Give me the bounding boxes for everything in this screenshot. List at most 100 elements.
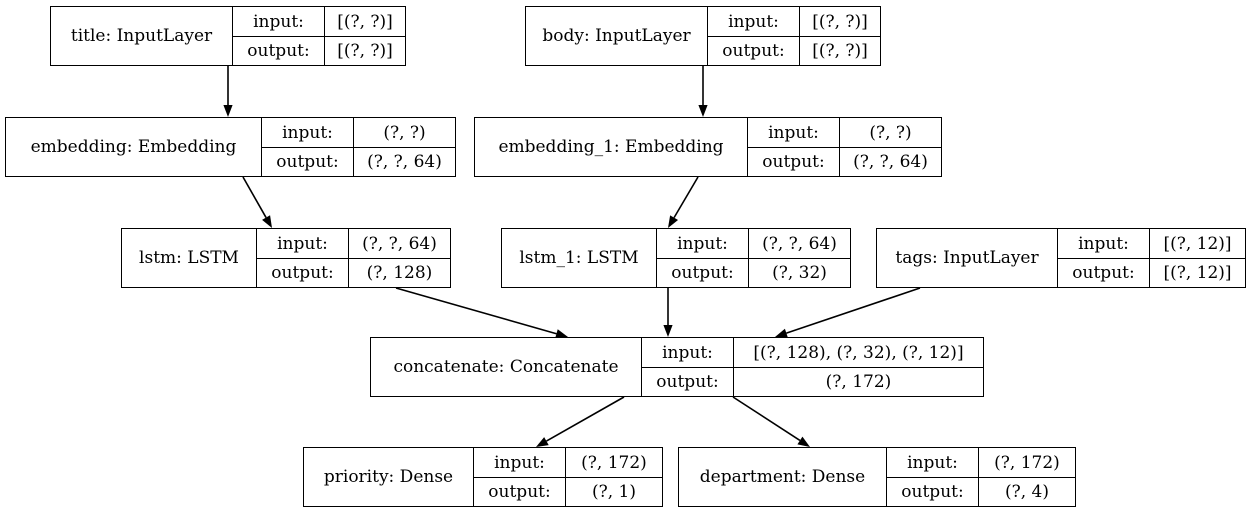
input-shape-body: [(?, ?)] — [799, 7, 880, 36]
output-shape-embedding_1: (?, ?, 64) — [839, 148, 941, 176]
layer-name-tags: tags: InputLayer — [895, 248, 1039, 268]
input-shape-lstm: (?, ?, 64) — [348, 229, 450, 258]
layer-output-row-lstm_1: output: (?, 32) — [657, 258, 850, 287]
arrowhead-icon — [797, 436, 810, 447]
output-label-tags: output: — [1072, 263, 1135, 283]
input-label-title: input: — [253, 11, 304, 32]
arrowhead-icon — [536, 437, 549, 447]
input-shape-embedding: (?, ?) — [353, 118, 455, 147]
layer-input-row-department: input: (?, 172) — [887, 448, 1075, 477]
edge-line — [786, 287, 921, 334]
output-shape-body: [(?, ?)] — [799, 37, 880, 65]
layer-io-table-lstm: input: (?, ?, 64) output: (?, 128) — [256, 229, 450, 287]
layer-node-embedding_1: embedding_1: Embedding input: (?, ?) output… — [474, 117, 942, 177]
output-shape-embedding: (?, ?, 64) — [353, 148, 455, 176]
layer-input-row-embedding: input: (?, ?) — [262, 118, 455, 147]
layer-input-row-concatenate: input: [(?, 128), (?, 32), (?, 12)] — [642, 338, 983, 367]
output-label-title: output: — [247, 41, 310, 61]
input-label-department: input: — [907, 452, 958, 473]
edge-concatenate-to-department — [732, 396, 810, 447]
input-label-embedding_1: input: — [768, 122, 819, 143]
arrowhead-icon — [663, 325, 673, 337]
arrowhead-icon — [262, 215, 272, 228]
layer-name-embedding_1: embedding_1: Embedding — [498, 137, 724, 157]
arrowhead-icon — [668, 215, 679, 228]
layer-name-body: body: InputLayer — [542, 26, 691, 46]
layer-io-table-concatenate: input:[(?, 128), (?, 32), (?, 12)]output… — [641, 338, 983, 396]
output-label-priority: output: — [488, 482, 551, 502]
layer-output-row-embedding: output: (?, ?, 64) — [262, 147, 455, 176]
layer-output-row-tags: output: [(?, 12)] — [1058, 258, 1245, 287]
edge-lstm_1-to-concatenate — [663, 288, 673, 337]
output-label-embedding_1: output: — [762, 152, 825, 172]
layer-io-table-department: input: (?, 172) output: (?, 4) — [886, 448, 1075, 506]
layer-io-table-tags: input: [(?, 12)] output: [(?, 12)] — [1057, 229, 1245, 287]
edge-line — [732, 396, 801, 442]
layer-output-row-department: output: (?, 4) — [887, 477, 1075, 506]
output-shape-lstm_1: (?, 32) — [748, 259, 850, 287]
layer-output-row-title: output: [(?, ?)] — [233, 36, 405, 65]
layer-name-priority: priority: Dense — [323, 467, 454, 487]
edge-lstm-to-concatenate — [395, 287, 568, 339]
output-label-concatenate: output: — [656, 372, 719, 392]
layer-io-table-embedding: input: (?, ?) output: (?, ?, 64) — [261, 118, 455, 176]
layer-io-table-embedding_1: input: (?, ?) output: (?, ?, 64) — [747, 118, 941, 176]
input-label-tags: input: — [1078, 233, 1129, 254]
edge-line — [673, 176, 699, 219]
layer-node-lstm: lstm: LSTM input: (?, ?, 64) output: (?, 128… — [121, 228, 451, 288]
input-shape-tags: [(?, 12)] — [1149, 229, 1245, 258]
output-shape-title: [(?, ?)] — [324, 37, 405, 65]
input-label-concatenate: input: — [662, 342, 713, 363]
layer-node-embedding: embedding: Embedding input: (?, ?) output: (… — [5, 117, 456, 177]
input-shape-title: [(?, ?)] — [324, 7, 405, 36]
layer-name-embedding: embedding: Embedding — [30, 137, 237, 157]
input-label-embedding: input: — [282, 122, 333, 143]
layer-name-title: title: InputLayer — [70, 26, 213, 46]
arrowhead-icon — [223, 105, 233, 117]
arrowhead-icon — [698, 105, 708, 117]
edge-embedding_1-to-lstm_1 — [668, 176, 699, 228]
output-shape-tags: [(?, 12)] — [1149, 259, 1245, 287]
output-label-lstm_1: output: — [671, 263, 734, 283]
edge-title-to-embedding — [223, 66, 233, 117]
layer-input-row-embedding_1: input: (?, ?) — [748, 118, 941, 147]
input-shape-priority: (?, 172) — [565, 448, 662, 477]
layer-input-row-title: input: [(?, ?)] — [233, 7, 405, 36]
input-shape-lstm_1: (?, ?, 64) — [748, 229, 850, 258]
layer-io-table-priority: input:(?, 172) output: (?, 1) — [473, 448, 662, 506]
layer-input-row-priority: input:(?, 172) — [474, 448, 662, 477]
output-label-lstm: output: — [271, 263, 334, 283]
layer-name-lstm_1: lstm_1: LSTM — [519, 248, 639, 268]
layer-node-lstm_1: lstm_1: LSTM input:(?, ?, 64) output: (?, 3… — [501, 228, 851, 288]
layer-name-concatenate: concatenate: Concatenate — [393, 357, 619, 377]
layer-input-row-lstm_1: input:(?, ?, 64) — [657, 229, 850, 258]
output-label-body: output: — [722, 41, 785, 61]
layer-output-row-body: output: [(?, ?)] — [708, 36, 880, 65]
input-shape-embedding_1: (?, ?) — [839, 118, 941, 147]
layer-input-row-body: input: [(?, ?)] — [708, 7, 880, 36]
input-shape-department: (?, 172) — [978, 448, 1075, 477]
layer-output-row-priority: output: (?, 1) — [474, 477, 662, 506]
output-shape-priority: (?, 1) — [565, 478, 662, 506]
input-label-body: input: — [728, 11, 779, 32]
output-shape-lstm: (?, 128) — [348, 259, 450, 287]
output-shape-department: (?, 4) — [978, 478, 1075, 506]
layer-output-row-lstm: output: (?, 128) — [257, 258, 450, 287]
layer-output-row-concatenate: output:(?, 172) — [642, 367, 983, 396]
edge-line — [546, 396, 625, 442]
output-label-department: output: — [901, 482, 964, 502]
layer-node-tags: tags: InputLayer input: [(?, 12)] output: [(… — [876, 228, 1246, 288]
edge-line — [395, 287, 557, 335]
layer-io-table-title: input: [(?, ?)] output: [(?, ?)] — [232, 7, 405, 65]
layer-io-table-body: input: [(?, ?)] output: [(?, ?)] — [707, 7, 880, 65]
layer-name-lstm: lstm: LSTM — [139, 248, 239, 268]
input-shape-concatenate: [(?, 128), (?, 32), (?, 12)] — [733, 338, 983, 367]
input-label-lstm: input: — [277, 233, 328, 254]
edge-body-to-embedding_1 — [698, 66, 708, 117]
layer-node-body: body: InputLayer input: [(?, ?)] output: [(?… — [525, 6, 881, 66]
layer-node-priority: priority: Dense input:(?, 172) output: (?, … — [303, 447, 663, 507]
output-label-embedding: output: — [276, 152, 339, 172]
layer-node-concatenate: concatenate: Concatenate input: [(?, 128),… — [370, 337, 984, 397]
